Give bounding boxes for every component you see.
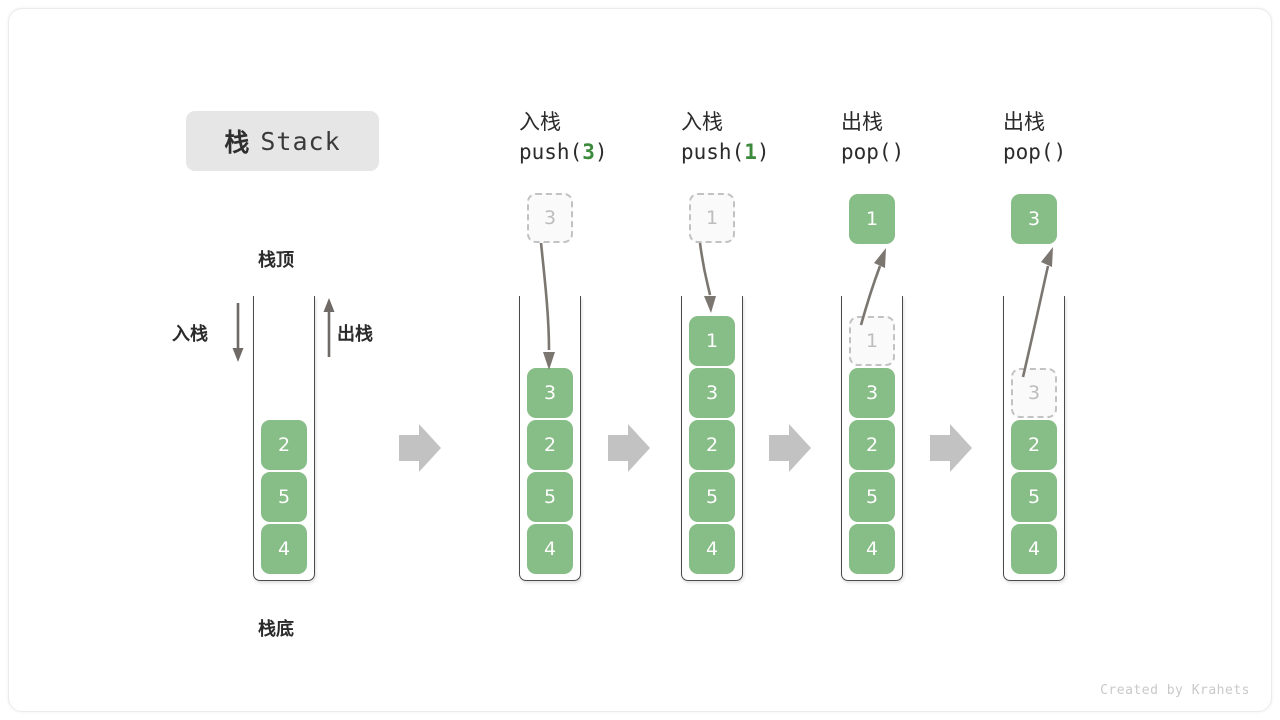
step-header-code: push(3) <box>519 139 608 164</box>
label-stack-bottom: 栈底 <box>258 619 294 640</box>
stack-cell: 2 <box>1011 420 1057 470</box>
stack-cell: 5 <box>689 472 735 522</box>
label-push-initial: 入栈 <box>172 324 208 345</box>
step-header-cn: 出栈 <box>1003 110 1045 134</box>
stack-cell: 1 <box>849 316 895 366</box>
step-header-push-1: 入栈 push(1) <box>681 108 770 168</box>
stack-cell: 2 <box>527 420 573 470</box>
step-header-code: push(1) <box>681 139 770 164</box>
stack-cell: 2 <box>849 420 895 470</box>
stack-cell: 2 <box>261 420 307 470</box>
stack-cell: 3 <box>849 368 895 418</box>
step-header-code: pop() <box>841 139 905 164</box>
stack-cell: 4 <box>527 524 573 574</box>
title-en: Stack <box>260 126 341 156</box>
label-stack-top: 栈顶 <box>258 250 294 271</box>
stack-cell: 5 <box>527 472 573 522</box>
stack-cell: 5 <box>1011 472 1057 522</box>
step-header-cn: 入栈 <box>519 110 561 134</box>
step-header-cn: 出栈 <box>841 110 883 134</box>
title-cn: 栈 <box>224 128 250 157</box>
step-header-code: pop() <box>1003 139 1067 164</box>
stack-cell: 1 <box>689 316 735 366</box>
float-cell-pop-3: 3 <box>1011 194 1057 244</box>
stack-cell: 3 <box>527 368 573 418</box>
stack-cell: 2 <box>689 420 735 470</box>
stack-cell: 4 <box>849 524 895 574</box>
stack-cell: 5 <box>849 472 895 522</box>
step-header-push-3: 入栈 push(3) <box>519 108 608 168</box>
stack-cell: 3 <box>689 368 735 418</box>
float-cell-pop-1: 1 <box>849 194 895 244</box>
step-header-pop-3: 出栈 pop() <box>1003 108 1066 168</box>
stack-cell: 4 <box>689 524 735 574</box>
float-cell-push-3: 3 <box>527 193 573 243</box>
step-header-cn: 入栈 <box>681 110 723 134</box>
label-pop-initial: 出栈 <box>337 324 373 345</box>
stack-cell: 3 <box>1011 368 1057 418</box>
stack-cell: 4 <box>1011 524 1057 574</box>
float-cell-push-1: 1 <box>689 193 735 243</box>
watermark: Created by Krahets <box>1100 683 1250 698</box>
step-header-pop-1: 出栈 pop() <box>841 108 904 168</box>
title-badge: 栈 Stack <box>186 111 379 171</box>
stack-cell: 4 <box>261 524 307 574</box>
stack-cell: 5 <box>261 472 307 522</box>
